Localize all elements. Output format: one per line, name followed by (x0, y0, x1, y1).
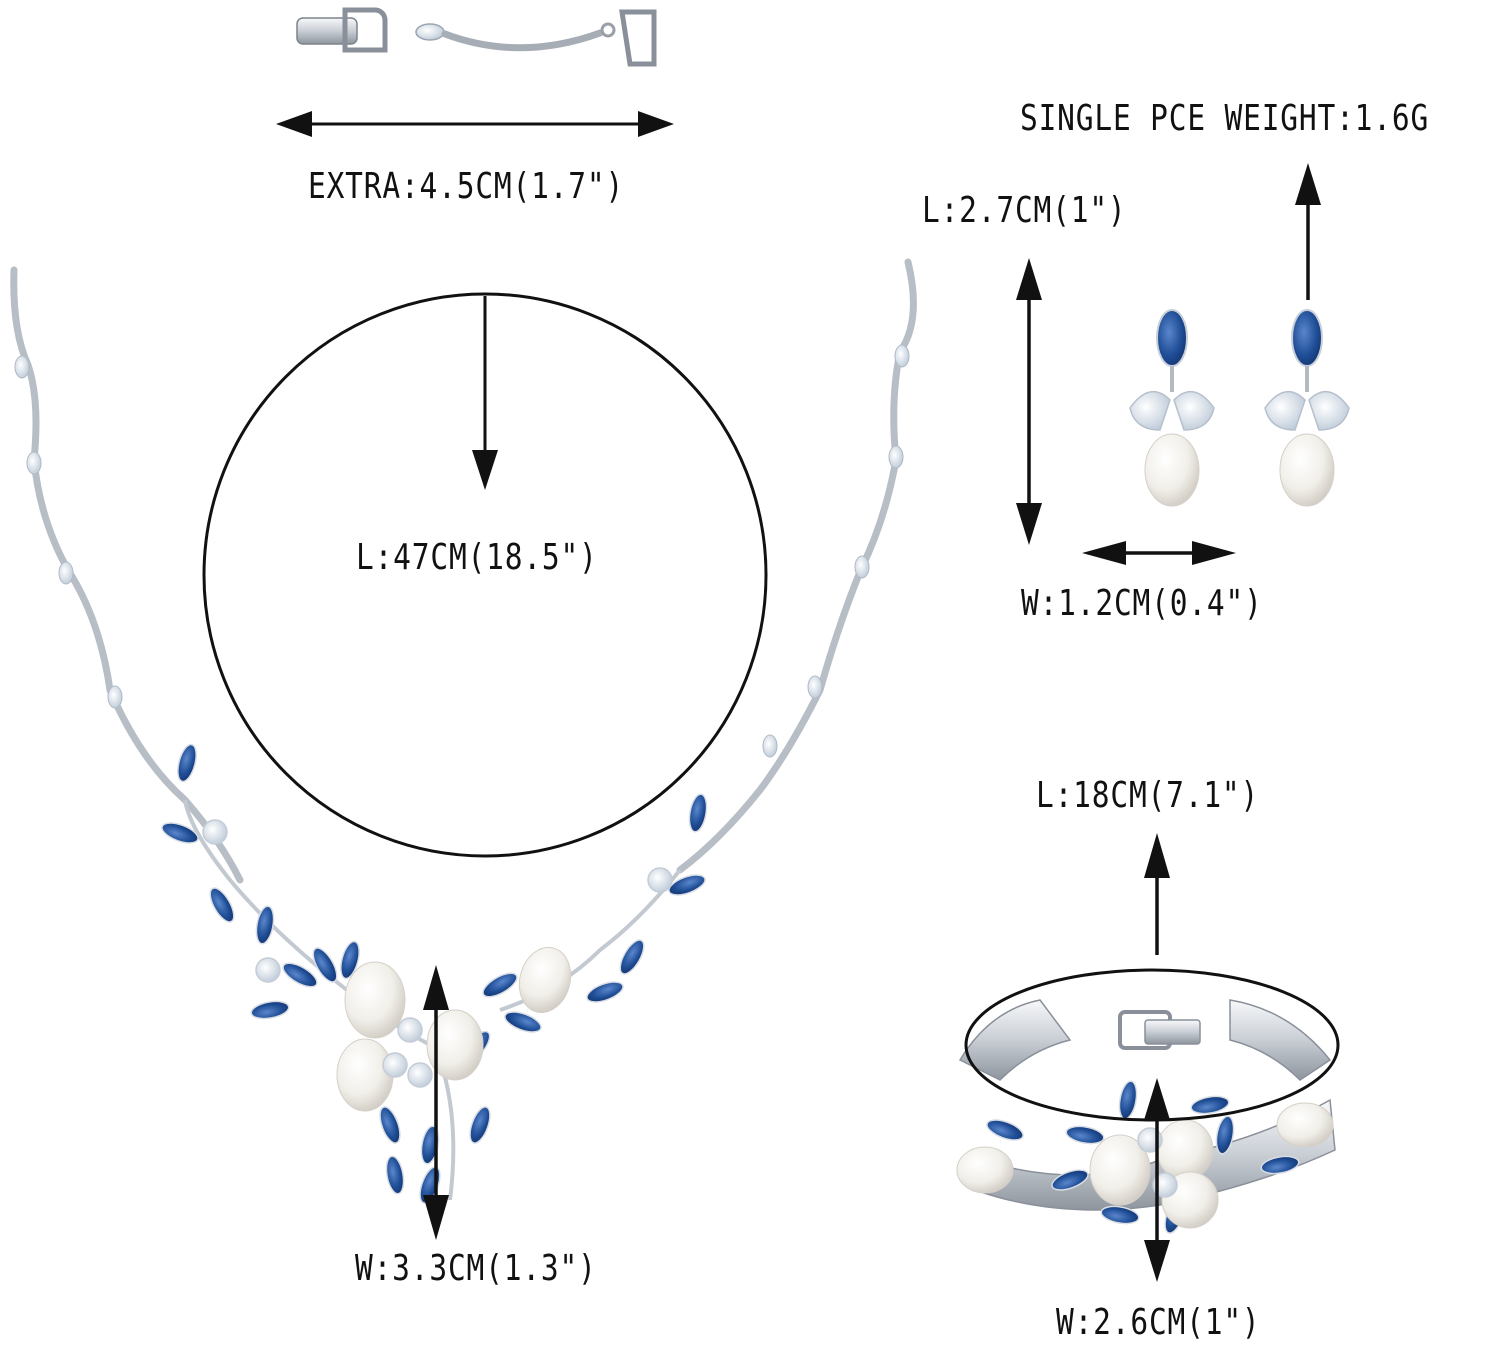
earring-length-label: L:2.7CM(1") (922, 190, 1127, 231)
extender-width-arrow (276, 111, 674, 137)
bracelet-length-label: L:18CM(7.1") (1036, 775, 1260, 816)
bracelet-width-arrow (1144, 1078, 1170, 1282)
bracelet-length-ellipse (964, 833, 1340, 1122)
extender-chain (296, 7, 657, 67)
earring-weight-arrow (1295, 163, 1321, 300)
necklace-chain-left (10, 266, 244, 884)
extender-length-label: EXTRA:4.5CM(1.7") (308, 166, 625, 207)
earring-width-arrow (1082, 541, 1236, 565)
necklace-width-label: W:3.3CM(1.3") (355, 1248, 597, 1289)
necklace-pendant (158, 741, 710, 1207)
necklace-width-arrow (423, 965, 449, 1240)
necklace-length-circle (202, 292, 768, 858)
earring-width-label: W:1.2CM(0.4") (1021, 583, 1263, 624)
necklace-chain-right (676, 258, 917, 874)
bracelet (956, 999, 1336, 1237)
earring-right (1264, 309, 1350, 507)
earring-length-arrow (1016, 258, 1042, 545)
necklace-length-label: L:47CM(18.5") (356, 537, 598, 578)
earring-weight-label: SINGLE PCE WEIGHT:1.6G (1020, 98, 1430, 139)
earring-left (1129, 309, 1215, 507)
bracelet-width-label: W:2.6CM(1") (1056, 1302, 1261, 1343)
